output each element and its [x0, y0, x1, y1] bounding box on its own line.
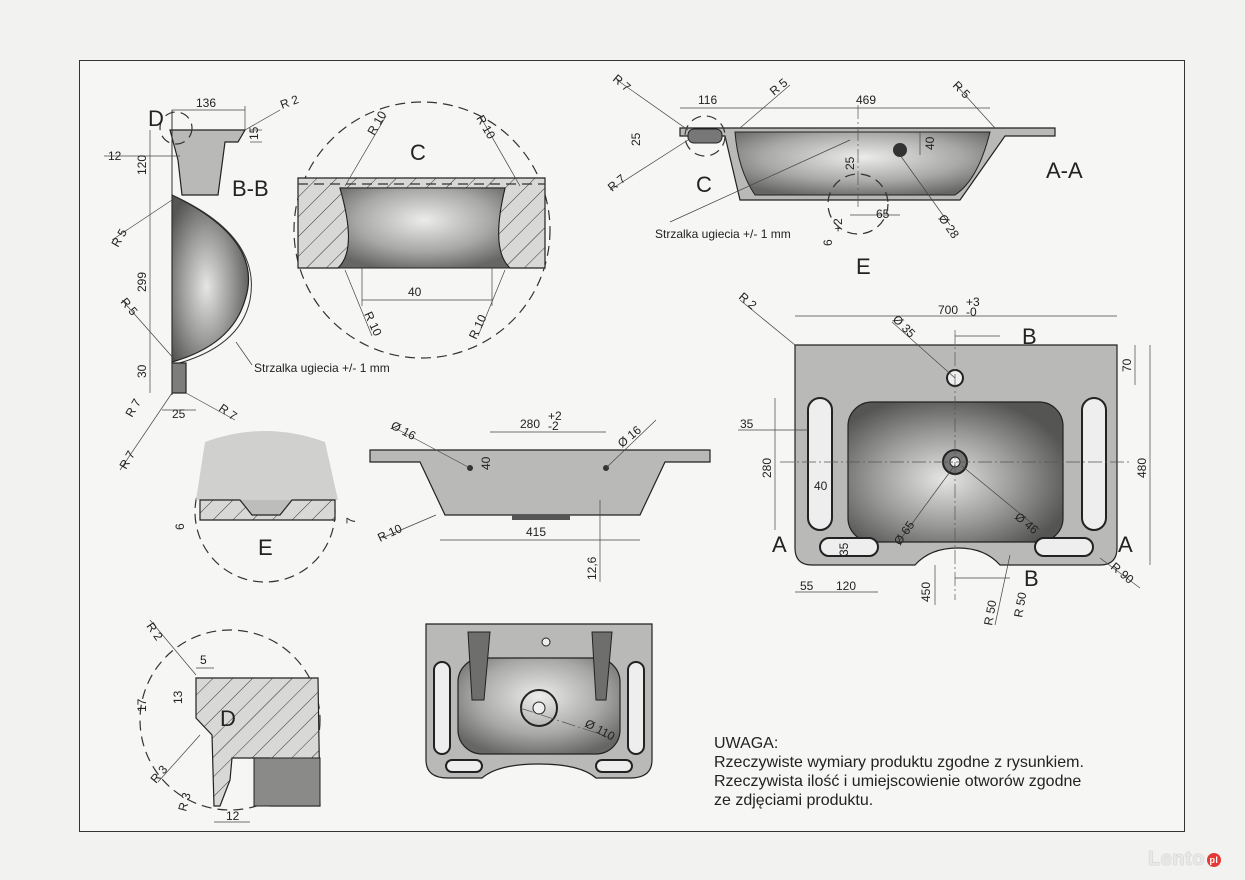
dim-r10-c: R 10 [361, 309, 385, 338]
dim-r2-plan: R 2 [736, 290, 760, 313]
section-aa: 116 469 R 7 R 7 R 5 R 5 25 40 25 65 Ø 28… [605, 72, 1083, 279]
dim-13-d: 13 [171, 690, 185, 704]
dim-70: 70 [1120, 358, 1134, 372]
note-line-2: Rzeczywista ilość i umiejscowienie otwor… [714, 773, 1082, 790]
dim-120-plan: 120 [836, 579, 856, 593]
dim-35-slot: 35 [837, 542, 851, 556]
dim-r7-b: R 7 [122, 396, 144, 419]
dim-125: 25 [843, 156, 857, 170]
dim-25-aa: 25 [629, 132, 643, 146]
dim-116: 116 [698, 93, 717, 107]
dim-tol-280-up: +2 [548, 409, 562, 423]
cut-label-b-top: B [1022, 324, 1037, 349]
dim-r10-front: R 10 [375, 521, 404, 545]
detail-c: 40 R 10 R 10 R 10 R 10 C [293, 101, 551, 359]
dim-dia28: Ø 28 [936, 212, 963, 242]
detail-label-d-big: D [220, 706, 236, 731]
dim-6-e: 6 [173, 523, 187, 530]
dim-35-plan: 35 [740, 417, 754, 431]
detail-label-d: D [148, 106, 164, 131]
dim-r7-aa-a: R 7 [610, 72, 634, 95]
dim-r5-aa-a: R 5 [767, 75, 791, 98]
dim-r2-bb: R 2 [278, 92, 301, 112]
dim-7-e: 7 [344, 517, 358, 524]
dim-r5-bot: R 5 [118, 295, 141, 319]
dim-120: 120 [135, 155, 149, 175]
perspective-view: Ø 110 [425, 623, 653, 779]
dim-r10-a: R 10 [364, 108, 389, 137]
watermark-suffix: pl [1206, 852, 1221, 867]
cut-label-a-right: A [1118, 532, 1133, 557]
dim-469: 469 [856, 93, 876, 107]
dim-126: 12,6 [585, 556, 599, 580]
dim-r50-a: R 50 [981, 599, 999, 627]
dim-r7-c: R 7 [216, 401, 240, 423]
dim-dia35: Ø 35 [890, 312, 919, 341]
dim-tol-700-up: +3 [966, 295, 980, 309]
dim-r50-b: R 50 [1011, 591, 1029, 619]
dim-tol-280-dn: -2 [548, 419, 559, 433]
dim-dia16-b: Ø 16 [615, 423, 644, 451]
dim-450: 450 [919, 582, 933, 602]
dim-700: 700 [938, 303, 958, 317]
dim-17-d: 17 [135, 698, 149, 712]
section-bb: 136 R 2 15 12 120 299 30 R 5 R 5 R 7 R 7… [104, 92, 390, 472]
deflection-note-bb: Strzalka ugiecia +/- 1 mm [254, 361, 390, 375]
view-label-aa: A-A [1046, 158, 1083, 183]
dim-r3-b: R 3 [175, 791, 193, 813]
dim-r5-aa-b: R 5 [950, 78, 973, 101]
dim-299: 299 [135, 272, 149, 292]
front-elevation: 280 +2 -2 Ø 16 Ø 16 40 415 R 10 12,6 [369, 409, 711, 582]
dim-tol-aa: +2 [831, 218, 845, 232]
dim-tol-700-dn: -0 [966, 305, 977, 319]
warning-note: UWAGA: Rzeczywiste wymiary produktu zgod… [714, 734, 1184, 810]
cut-label-b-bot: B [1024, 566, 1039, 591]
dim-5-d: 5 [200, 653, 207, 667]
dim-6-aa: 6 [821, 239, 835, 246]
plan-view: 700 +3 -0 R 2 Ø 35 70 480 280 35 40 35 5… [736, 290, 1151, 627]
dim-40-aa: 40 [923, 136, 937, 150]
watermark-brand: Lento [1148, 848, 1205, 870]
dim-40-plan: 40 [814, 479, 828, 493]
dim-r3-a: R 3 [148, 762, 171, 786]
dim-r5-top: R 5 [108, 226, 130, 249]
dim-280-plan: 280 [760, 458, 774, 478]
dim-65-aa: 65 [876, 207, 890, 221]
view-label-e-aa: E [856, 254, 871, 279]
detail-e: 6 7 E [173, 431, 358, 583]
deflection-note-aa: Strzalka ugiecia +/- 1 mm [655, 227, 791, 241]
cut-label-a-left: A [772, 532, 787, 557]
note-line-3: ze zdjęciami produktu. [714, 792, 874, 809]
dim-30: 30 [135, 364, 149, 378]
dim-136: 136 [196, 96, 216, 110]
dim-dia16-a: Ø 16 [389, 418, 419, 443]
dim-415: 415 [526, 525, 546, 539]
detail-d: 5 13 17 R 2 R 3 R 3 12 D [135, 620, 321, 823]
dim-r2-d: R 2 [144, 620, 166, 644]
view-label-bb: B-B [232, 176, 269, 201]
note-heading: UWAGA: [714, 735, 779, 752]
note-line-1: Rzeczywiste wymiary produktu zgodne z ry… [714, 754, 1084, 771]
dim-25-bb: 25 [172, 407, 186, 421]
dim-12-d: 12 [226, 809, 240, 823]
dim-280-front: 280 [520, 417, 540, 431]
dim-480: 480 [1135, 458, 1149, 478]
dim-15: 15 [247, 126, 261, 140]
view-label-c-aa: C [696, 172, 712, 197]
dim-r7-aa-b: R 7 [605, 171, 629, 194]
dim-55: 55 [800, 579, 814, 593]
dim-r7-a: R 7 [116, 448, 138, 471]
detail-label-c: C [410, 140, 426, 165]
detail-label-e: E [258, 535, 273, 560]
dim-40-front: 40 [479, 456, 493, 470]
dim-40-c: 40 [408, 285, 422, 299]
dim-r10-b: R 10 [473, 113, 498, 142]
